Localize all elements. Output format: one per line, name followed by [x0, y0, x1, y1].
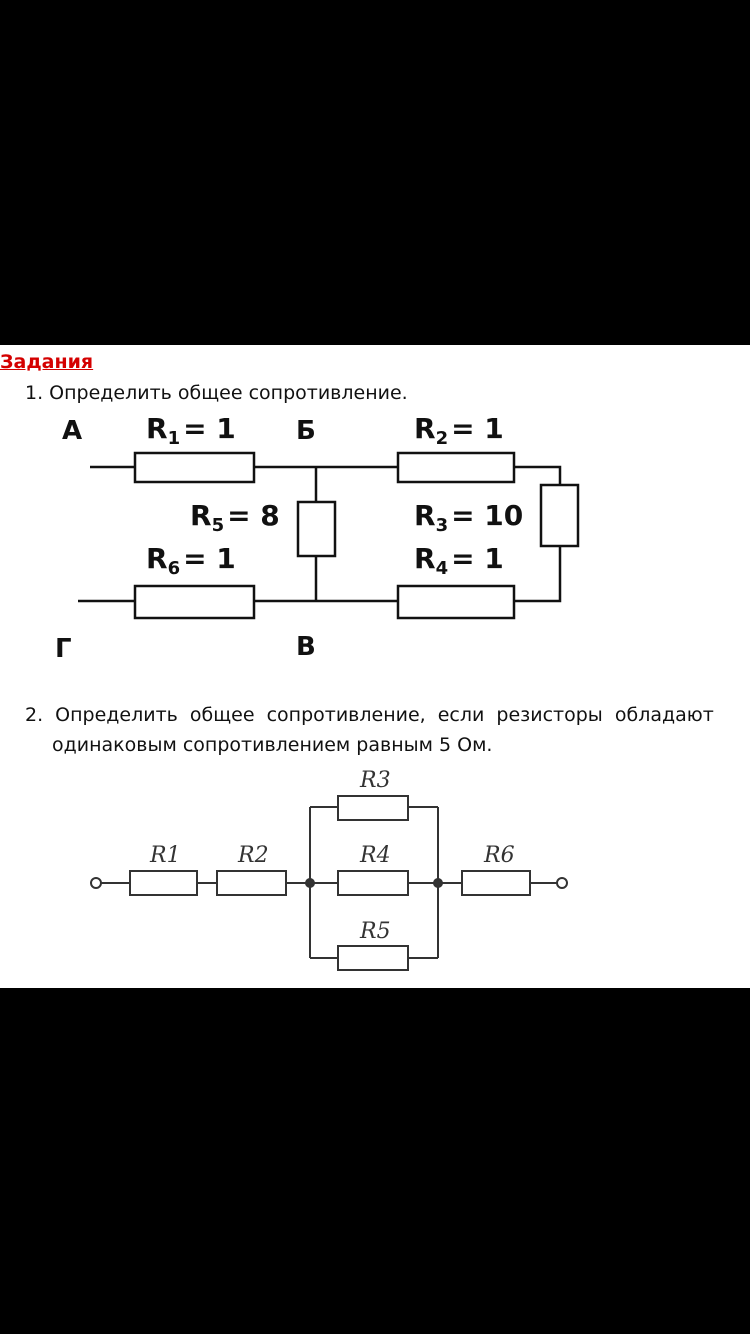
resistor-2-r3 [337, 795, 409, 821]
node-label-v: В [296, 632, 316, 662]
task-1-text: 1. Определить общее сопротивление. [25, 382, 408, 404]
label-r5-value: = 8 [227, 499, 280, 532]
resistor-2-r5 [337, 945, 409, 971]
terminal-left [90, 877, 102, 889]
node-label-b: Б [296, 416, 316, 446]
label-r4-sub: 4 [436, 558, 449, 579]
label-2-r5: R5 [359, 919, 391, 944]
top-black-area [0, 0, 750, 345]
resistor-2-r6 [461, 870, 531, 896]
label-r2-sub: 2 [436, 428, 449, 449]
circuit-diagrams: А Б Г В R1= 1 R2= 1 R5= 8 R3= 10 R6= 1 R… [55, 412, 580, 971]
label-r4: R4= 1 [414, 542, 504, 579]
label-r4-name: R [414, 542, 436, 575]
label-r6-sub: 6 [168, 558, 181, 579]
resistor-r4 [396, 584, 516, 620]
label-r2: R2= 1 [414, 412, 504, 449]
label-r3-sub: 3 [436, 515, 449, 536]
label-r5: R5= 8 [190, 499, 280, 536]
label-r3-value: = 10 [451, 499, 523, 532]
label-r1-value: = 1 [183, 412, 236, 445]
task-2-text-line-1: 2. Определить общее сопротивление, если … [25, 704, 714, 726]
resistor-r1 [133, 451, 256, 484]
label-r2-name: R [414, 412, 436, 445]
label-r6-name: R [146, 542, 168, 575]
label-r1-sub: 1 [168, 428, 181, 449]
label-2-r6: R6 [483, 843, 515, 868]
task-2-text-line-2: одинаковым сопротивлением равным 5 Ом. [52, 734, 493, 756]
worksheet: Задания 1. Определить общее сопротивлени… [0, 345, 750, 988]
label-2-r1: R1 [149, 843, 181, 868]
section-heading: Задания [0, 351, 94, 373]
label-2-r3: R3 [359, 768, 391, 793]
label-r4-value: = 1 [451, 542, 504, 575]
label-r1-name: R [146, 412, 168, 445]
circuit-1 [78, 451, 580, 620]
label-r2-value: = 1 [451, 412, 504, 445]
label-r5-name: R [190, 499, 212, 532]
resistor-r5 [296, 500, 337, 558]
label-2-r4: R4 [359, 843, 391, 868]
terminal-right [556, 877, 568, 889]
junction-left [305, 878, 315, 888]
label-r6-value: = 1 [183, 542, 236, 575]
resistor-r3 [539, 483, 580, 548]
label-r6: R6= 1 [146, 542, 236, 579]
resistor-2-r4 [337, 870, 409, 896]
circuit-2 [90, 795, 568, 971]
label-r3: R3= 10 [414, 499, 523, 536]
resistor-r6 [133, 584, 256, 620]
wire-right-bottom [514, 546, 562, 603]
resistor-r2 [396, 451, 516, 484]
node-label-g: Г [55, 634, 72, 664]
label-r5-sub: 5 [212, 515, 225, 536]
resistor-2-r1 [129, 870, 198, 896]
label-2-r2: R2 [237, 843, 269, 868]
label-r1: R1= 1 [146, 412, 236, 449]
resistor-2-r2 [216, 870, 287, 896]
bottom-black-area [0, 988, 750, 1334]
junction-right [433, 878, 443, 888]
wire-top-right [514, 465, 562, 485]
label-r3-name: R [414, 499, 436, 532]
node-label-a: А [62, 416, 82, 446]
